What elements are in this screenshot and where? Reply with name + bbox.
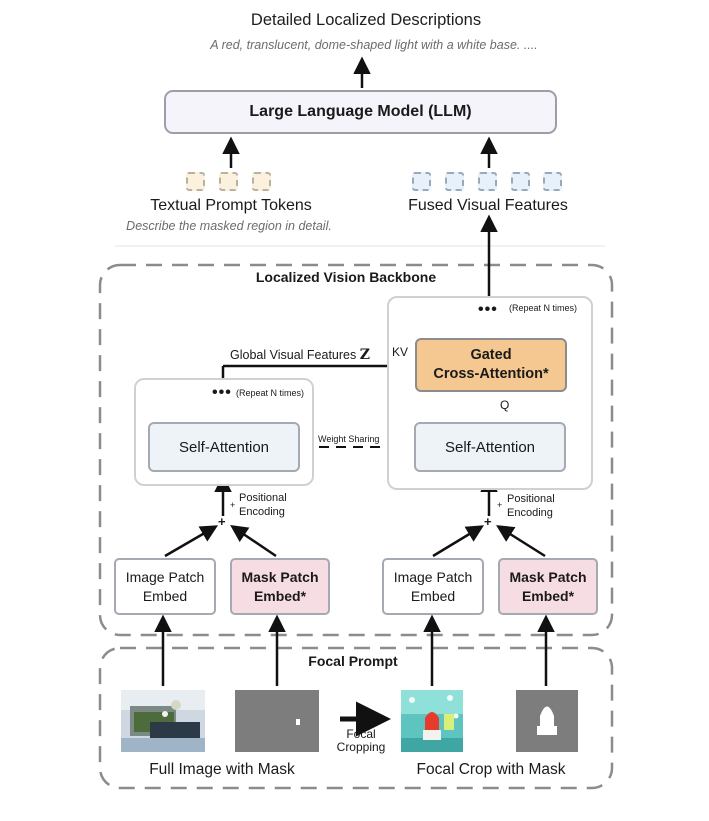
focal-prompt-label: Focal Prompt	[308, 653, 398, 669]
left-image-patch-line2: Embed	[142, 587, 188, 604]
left-mask-patch-embed: Mask Patch Embed*	[230, 558, 330, 615]
global-features-symbol: Z	[359, 347, 370, 363]
fused-features-label: Fused Visual Features	[408, 197, 568, 214]
llm-label: Large Language Model (LLM)	[249, 103, 472, 120]
arrow-left-mask-embed-to-plus	[230, 525, 277, 558]
global-features-text: Global Visual Features	[230, 348, 357, 362]
focal-cropping-line1: Focal	[346, 727, 376, 741]
text-token	[219, 172, 238, 191]
right-repeat-label: (Repeat N times)	[509, 303, 578, 313]
text-token	[186, 172, 205, 191]
right-self-attention-block: Self-Attention	[414, 422, 566, 472]
right-mask-patch-line2: Embed*	[521, 587, 575, 604]
visual-token	[543, 172, 562, 191]
right-image-patch-embed: Image Patch Embed	[382, 558, 484, 615]
visual-token	[511, 172, 530, 191]
left-mask-patch-line1: Mask Patch	[241, 568, 319, 585]
left-image-patch-line1: Image Patch	[125, 568, 205, 585]
right-repeat-dots: •••	[478, 301, 498, 318]
llm-box: Large Language Model (LLM)	[164, 90, 557, 134]
full-mask-thumbnail	[235, 690, 319, 752]
left-pos-plus: +	[230, 500, 236, 510]
left-plus-sign: +	[218, 514, 226, 529]
text-token	[252, 172, 271, 191]
right-plus-sign: +	[484, 514, 492, 529]
gated-cross-attention-block: Gated Cross-Attention*	[415, 338, 567, 392]
visual-token	[478, 172, 497, 191]
left-pos-line2: Encoding	[239, 506, 285, 518]
left-image-patch-embed: Image Patch Embed	[114, 558, 216, 615]
global-features-label: Global Visual Features Z	[230, 347, 370, 363]
crop-mask-thumbnail	[516, 690, 578, 752]
focal-cropping-line2: Cropping	[336, 740, 386, 754]
right-image-patch-line2: Embed	[410, 587, 456, 604]
weight-sharing-label: Weight Sharing	[318, 434, 380, 444]
right-pos-line1: Positional	[507, 493, 555, 505]
right-pos-line2: Encoding	[507, 507, 553, 519]
kv-label: KV	[392, 345, 409, 359]
output-example-text: A red, translucent, dome-shaped light wi…	[210, 38, 538, 52]
right-mask-patch-embed: Mask Patch Embed*	[498, 558, 598, 615]
left-mask-patch-line2: Embed*	[253, 587, 307, 604]
output-title: Detailed Localized Descriptions	[250, 11, 482, 29]
full-image-caption: Full Image with Mask	[149, 761, 295, 778]
textual-tokens-caption: Describe the masked region in detail.	[126, 219, 332, 233]
visual-token	[412, 172, 431, 191]
textual-tokens-label: Textual Prompt Tokens	[150, 197, 312, 214]
visual-token	[445, 172, 464, 191]
focal-crop-thumbnail	[401, 690, 463, 752]
right-self-attention-label: Self-Attention	[444, 438, 536, 456]
arrow-right-mask-embed-to-plus	[496, 525, 546, 558]
left-repeat-dots: •••	[212, 384, 232, 401]
focal-prompt-region	[98, 646, 614, 790]
gated-label-line2: Cross-Attention*	[433, 366, 549, 382]
arrow-right-image-embed-to-plus	[432, 525, 484, 558]
gated-label-line1: Gated	[470, 347, 512, 363]
left-repeat-label: (Repeat N times)	[236, 388, 305, 398]
vision-backbone-region	[98, 263, 614, 637]
q-label: Q	[500, 398, 510, 412]
left-self-attention-block: Self-Attention	[148, 422, 300, 472]
focal-crop-caption: Focal Crop with Mask	[416, 761, 566, 778]
backbone-label: Localized Vision Backbone	[255, 269, 437, 285]
arrow-left-image-embed-to-plus	[164, 525, 219, 558]
right-image-patch-line1: Image Patch	[393, 568, 473, 585]
right-mask-patch-line1: Mask Patch	[509, 568, 587, 585]
full-image-thumbnail	[121, 690, 205, 752]
left-pos-line1: Positional	[239, 492, 287, 504]
right-pos-plus: +	[497, 500, 503, 510]
left-self-attention-label: Self-Attention	[178, 438, 270, 456]
